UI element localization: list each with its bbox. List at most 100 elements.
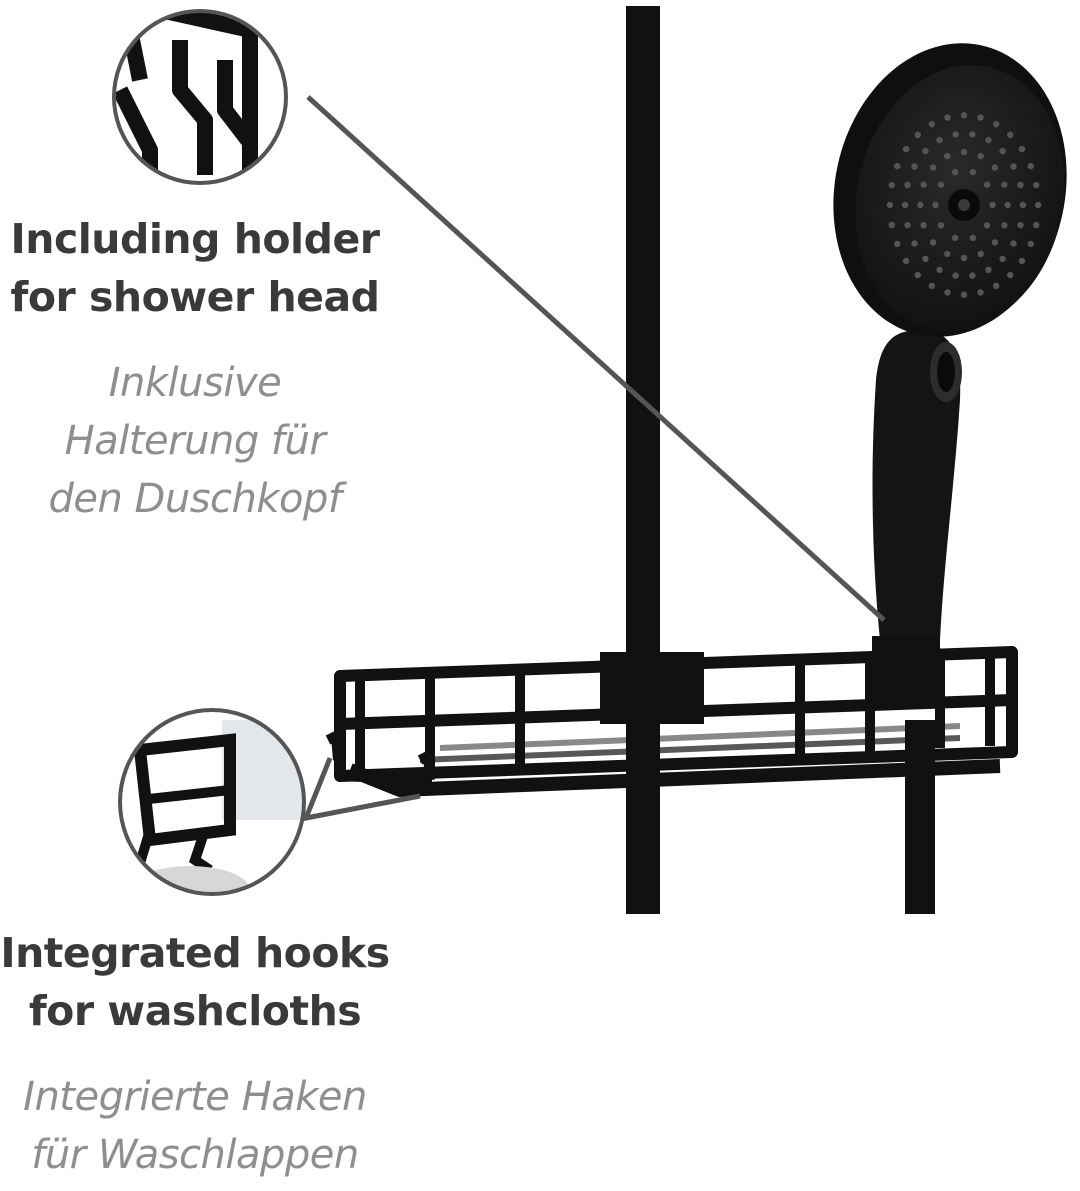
nozzle-dot	[1017, 221, 1024, 229]
holder-german-line-3: den Duschkopf	[48, 476, 342, 522]
nozzle-dot	[904, 221, 911, 229]
nozzle-dot	[928, 282, 936, 290]
nozzle-dot	[952, 272, 959, 279]
nozzle-dot	[1018, 145, 1026, 153]
nozzle-dot	[929, 164, 937, 171]
nozzle-dot	[991, 239, 999, 246]
nozzle-dot	[922, 255, 929, 263]
nozzle-dot	[1010, 163, 1017, 170]
nozzle-dot	[1027, 162, 1034, 170]
nozzle-dot	[1019, 201, 1027, 209]
nozzle-dot	[977, 152, 984, 160]
nozzle-dot	[894, 162, 901, 170]
nozzle-dot	[902, 145, 910, 153]
nozzle-dot	[917, 201, 924, 209]
nozzle-dot	[977, 114, 984, 121]
nozzle-dot	[960, 148, 968, 156]
shelf-clamp	[600, 652, 704, 724]
nozzle-dot	[911, 163, 918, 170]
nozzle-dot	[1018, 257, 1026, 265]
hooks-german-line-2: für Waschlappen	[31, 1132, 359, 1178]
nozzle-dot	[886, 201, 894, 209]
nozzle-dot	[1033, 181, 1040, 189]
nozzle-dot	[944, 152, 951, 160]
shower-head-holder	[872, 636, 940, 704]
hooks-title-line-1: Integrated hooks	[0, 929, 390, 977]
nozzle-dot	[1001, 181, 1008, 188]
holder-feature-title: Including holder for shower head	[0, 210, 390, 326]
nozzle-dot	[1004, 201, 1011, 209]
nozzle-dot	[952, 131, 959, 138]
hooks-feature-title: Integrated hooks for washcloths	[0, 924, 390, 1040]
nozzle-dot	[1027, 240, 1034, 248]
nozzle-dot	[914, 131, 921, 139]
nozzle-dot	[901, 201, 909, 209]
callout-line-hooks	[301, 757, 421, 822]
nozzle-dot	[969, 272, 976, 279]
nozzle-dot	[1007, 131, 1014, 139]
nozzle-dot	[977, 289, 984, 296]
nozzle-dot	[960, 291, 968, 298]
nozzle-dot	[944, 114, 951, 121]
nozzle-dot	[969, 131, 976, 138]
holder-title-line-2: for shower head	[10, 273, 380, 321]
holder-title-line-1: Including holder	[10, 215, 381, 263]
nozzle-dot	[914, 271, 921, 279]
nozzle-dot	[894, 240, 901, 248]
nozzle-dot	[920, 222, 927, 229]
nozzle-dot	[992, 120, 1000, 128]
holder-german-line-1: Inklusive	[108, 360, 282, 406]
nozzle-dot	[951, 168, 959, 176]
nozzle-dot	[1034, 201, 1042, 209]
nozzle-dot	[999, 255, 1006, 263]
nozzle-dot	[1007, 271, 1014, 279]
hand-shower	[833, 43, 1067, 640]
nozzle-pattern	[886, 112, 1042, 298]
nozzle-dot	[902, 257, 910, 265]
nozzle-dot	[932, 201, 939, 209]
nozzle-dot	[991, 164, 999, 171]
nozzle-dot	[937, 181, 945, 188]
holder-german-line-2: Halterung für	[64, 418, 326, 464]
callout-line-holder	[306, 95, 886, 622]
nozzle-dot	[888, 221, 895, 229]
shower-head-holder-detail-icon	[112, 9, 288, 185]
nozzle-dot	[904, 181, 911, 189]
nozzle-dot	[888, 181, 895, 189]
nozzle-dot	[1033, 221, 1040, 229]
nozzle-dot	[951, 234, 959, 242]
nozzle-dot	[922, 147, 929, 155]
nozzle-dot	[929, 239, 937, 246]
hooks-feature-german: Integrierte Haken für Waschlappen	[0, 1068, 390, 1184]
nozzle-dot	[928, 120, 936, 128]
nozzle-dot	[1001, 222, 1008, 229]
holder-feature-german: Inklusive Halterung für den Duschkopf	[0, 354, 390, 528]
nozzle-dot	[985, 136, 992, 144]
nozzle-dot	[920, 181, 927, 188]
nozzle-dot	[977, 250, 984, 258]
nozzle-dot	[983, 181, 991, 188]
nozzle-dot	[989, 201, 996, 209]
hooks-german-line-1: Integrierte Haken	[23, 1074, 367, 1120]
nozzle-dot	[969, 234, 977, 242]
nozzle-dot	[983, 222, 991, 229]
nozzle-dot	[937, 222, 945, 229]
nozzle-dot	[944, 289, 951, 296]
nozzle-dot	[992, 282, 1000, 290]
nozzle-dot	[1010, 240, 1017, 247]
washcloth-hook-detail-icon	[118, 708, 306, 896]
nozzle-dot	[999, 147, 1006, 155]
nozzle-dot	[985, 266, 992, 274]
nozzle-dot	[944, 250, 951, 258]
shower-shelf	[325, 646, 1018, 797]
hooks-title-line-2: for washcloths	[28, 987, 362, 1035]
nozzle-dot	[960, 112, 968, 119]
nozzle-dot	[936, 266, 943, 274]
nozzle-dot	[1017, 181, 1024, 189]
nozzle-dot	[969, 168, 977, 176]
nozzle-dot	[911, 240, 918, 247]
nozzle-dot	[960, 254, 968, 262]
nozzle-dot	[936, 136, 943, 144]
